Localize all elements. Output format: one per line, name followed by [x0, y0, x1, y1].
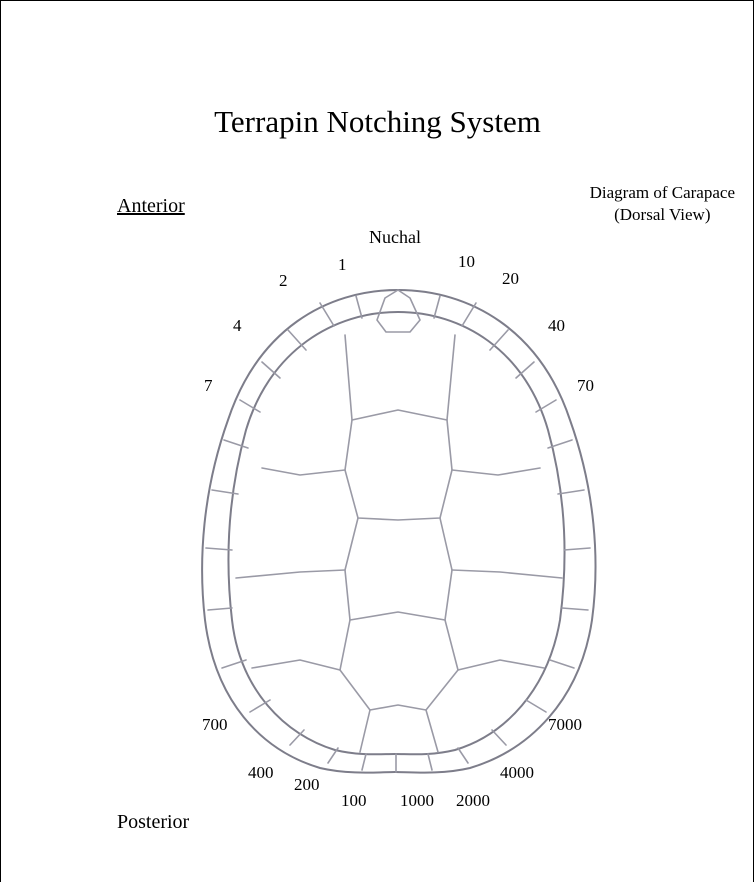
- notch-label-40: 40: [548, 316, 565, 335]
- notch-label-2000: 2000: [456, 791, 490, 810]
- notch-label-100: 100: [341, 791, 367, 810]
- notch-label-400: 400: [248, 763, 274, 782]
- vertebral-scutes: [339, 334, 459, 753]
- notch-label-4000: 4000: [500, 763, 534, 782]
- caption-line-1: Diagram of Carapace: [589, 183, 735, 202]
- anterior-label: Anterior: [117, 195, 185, 217]
- right-marginal-dividers: [395, 295, 591, 773]
- notch-label-200: 200: [294, 775, 320, 794]
- carapace-outer-edge: [201, 289, 597, 774]
- notch-label-7: 7: [204, 376, 213, 395]
- nuchal-scute: [376, 289, 421, 333]
- posterior-label: Posterior: [117, 811, 190, 833]
- notch-label-700: 700: [202, 715, 228, 734]
- page-title: Terrapin Notching System: [214, 104, 541, 139]
- notch-label-4: 4: [233, 316, 242, 335]
- caption-line-2: (Dorsal View): [614, 205, 711, 224]
- notch-label-10: 10: [458, 252, 475, 271]
- carapace-inner-edge: [227, 311, 566, 756]
- left-marginal-dividers: [205, 295, 367, 771]
- notch-label-20: 20: [502, 269, 519, 288]
- notch-label-1000: 1000: [400, 791, 434, 810]
- notch-label-7000: 7000: [548, 715, 582, 734]
- notch-label-2: 2: [279, 271, 288, 290]
- nuchal-label: Nuchal: [369, 227, 421, 247]
- costal-dividers: [235, 467, 563, 671]
- notch-label-70: 70: [577, 376, 594, 395]
- diagram-caption: Diagram of Carapace (Dorsal View): [590, 182, 735, 226]
- notch-label-1: 1: [338, 255, 347, 274]
